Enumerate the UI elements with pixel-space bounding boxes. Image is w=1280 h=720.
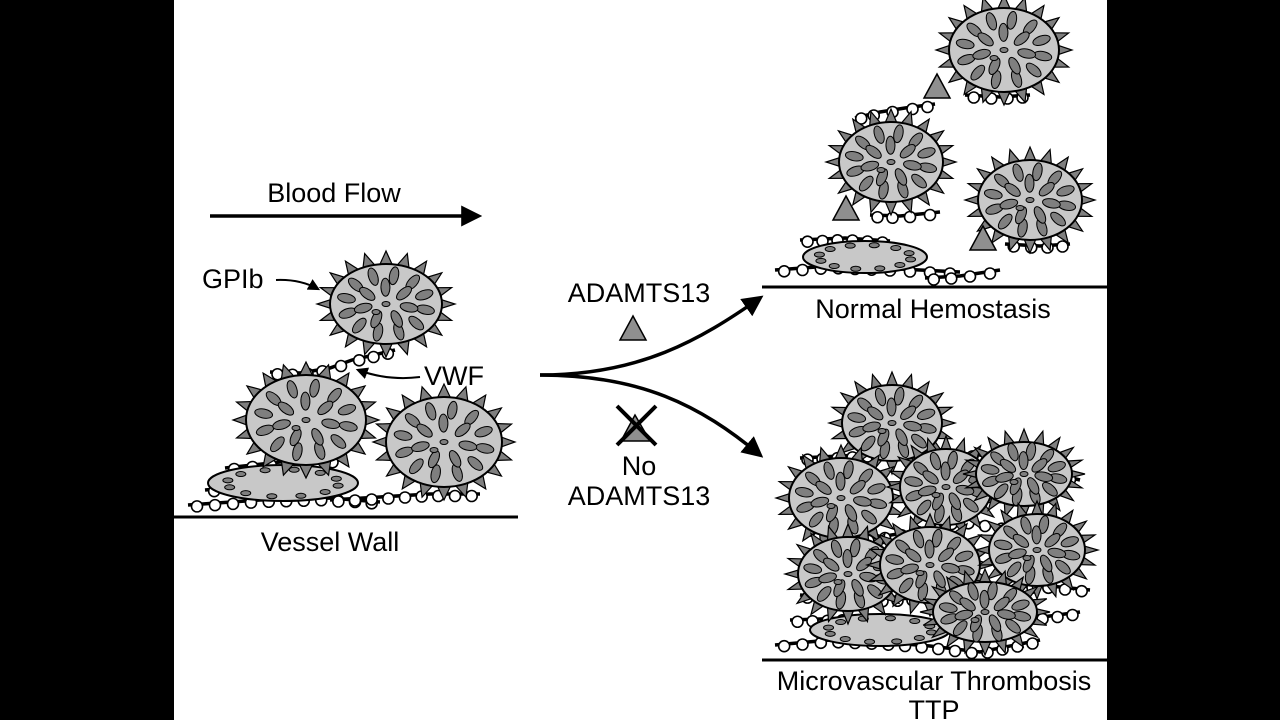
platelet [973, 499, 1101, 601]
platelet [371, 382, 517, 502]
adamts13-protein [968, 224, 998, 251]
vwf-strand [329, 489, 480, 508]
platelet [884, 434, 1008, 540]
adamts13-protein [618, 314, 648, 341]
to-normal-hemostasis-arrow [539, 295, 764, 377]
adamts13-protein [831, 194, 861, 221]
platelet [774, 443, 908, 553]
to-thrombosis-arrow [539, 373, 764, 458]
adamts13-protein [922, 72, 952, 99]
adamts13-proteins [618, 72, 998, 341]
vessel-wall-label: Vessel Wall [261, 527, 400, 557]
flattened-platelet [809, 613, 951, 647]
vwf-pointer-arrow [355, 367, 421, 380]
flattened-platelet [802, 240, 928, 274]
blood-flow-label: Blood Flow [267, 178, 401, 208]
blocked-adamts13-icon [615, 404, 658, 447]
ttp-label: TTP [909, 695, 960, 720]
vwf-label: VWF [424, 361, 484, 391]
flattened-platelet [207, 464, 359, 502]
platelet [962, 427, 1086, 521]
platelet [934, 0, 1074, 107]
platelet [824, 107, 958, 217]
normal-hemostasis-label: Normal Hemostasis [815, 294, 1051, 324]
vwf-strand [869, 208, 941, 225]
platelet [963, 145, 1097, 255]
platelet [231, 360, 381, 480]
no-label: No [622, 451, 657, 481]
no-adamts13-label: ADAMTS13 [568, 481, 711, 511]
microvascular-thrombosis-label: Microvascular Thrombosis [777, 666, 1092, 696]
adamts13-label: ADAMTS13 [568, 278, 711, 308]
gpib-pointer-arrow [275, 278, 321, 291]
vwf-strand [924, 267, 1001, 286]
platelets [207, 0, 1101, 657]
platelet [315, 249, 457, 359]
gpib-label: GPIb [202, 264, 264, 294]
platelet [919, 567, 1051, 657]
